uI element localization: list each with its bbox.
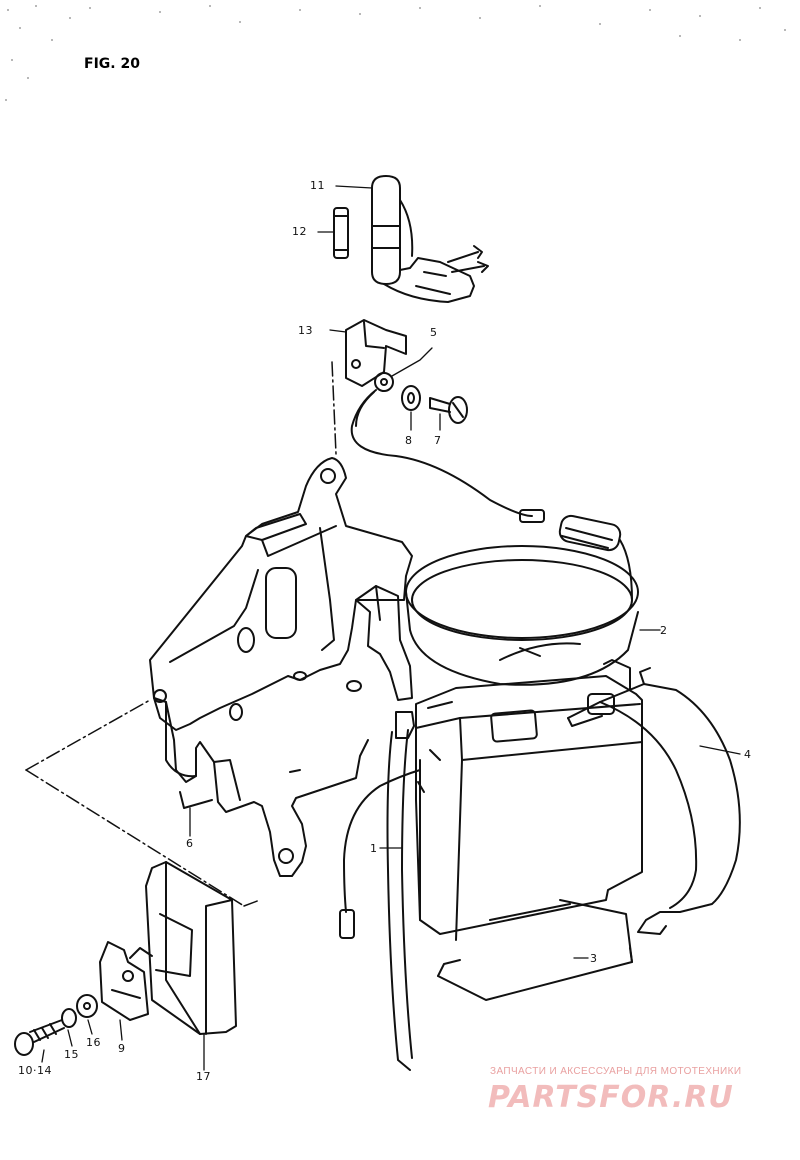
terminal-cover [345, 319, 407, 387]
vent-tube [386, 711, 415, 1071]
battery-holder [149, 457, 413, 877]
callout-2: 2 [660, 624, 668, 637]
reference-lines [25, 361, 337, 907]
callout-3: 3 [590, 952, 598, 965]
callout-9: 9 [118, 1042, 126, 1055]
callout-5: 5 [430, 326, 438, 339]
callout-10-14: 10·14 [18, 1064, 52, 1077]
callout-8: 8 [405, 434, 413, 447]
terminal-9 [99, 941, 153, 1021]
bolt-10-14 [14, 1019, 65, 1056]
callout-7: 7 [434, 434, 442, 447]
battery [415, 659, 643, 941]
callout-11: 11 [310, 179, 325, 192]
callout-1: 1 [370, 842, 378, 855]
rubber-band-2 [405, 514, 639, 686]
callout-13: 13 [298, 324, 313, 337]
figure-title: FIG. 20 [84, 56, 140, 72]
lead-wire-5 [350, 372, 545, 523]
washer-8 [401, 385, 421, 411]
washer-15 [61, 1008, 77, 1028]
leader-lines [41, 185, 741, 1071]
callout-12: 12 [292, 225, 307, 238]
fuse [333, 207, 349, 259]
watermark-tagline: ЗАПЧАСТИ И АКСЕССУАРЫ ДЛЯ МОТОТЕХНИКИ [490, 1066, 742, 1077]
callout-16: 16 [86, 1036, 101, 1049]
washer-16 [76, 994, 98, 1018]
watermark-logo: PARTSFOR.RU [488, 1080, 734, 1115]
battery-lead-wire [339, 769, 425, 939]
scan-noise [5, 5, 786, 101]
callout-4: 4 [744, 748, 752, 761]
strap-4 [567, 667, 741, 935]
callout-15: 15 [64, 1048, 79, 1061]
bolt-7 [429, 396, 468, 424]
callout-6: 6 [186, 837, 194, 850]
callout-17: 17 [196, 1070, 211, 1083]
fuse-holder-assembly [371, 175, 489, 303]
terminal-cover-17 [145, 861, 237, 1035]
battery-pad-3 [437, 899, 633, 1001]
